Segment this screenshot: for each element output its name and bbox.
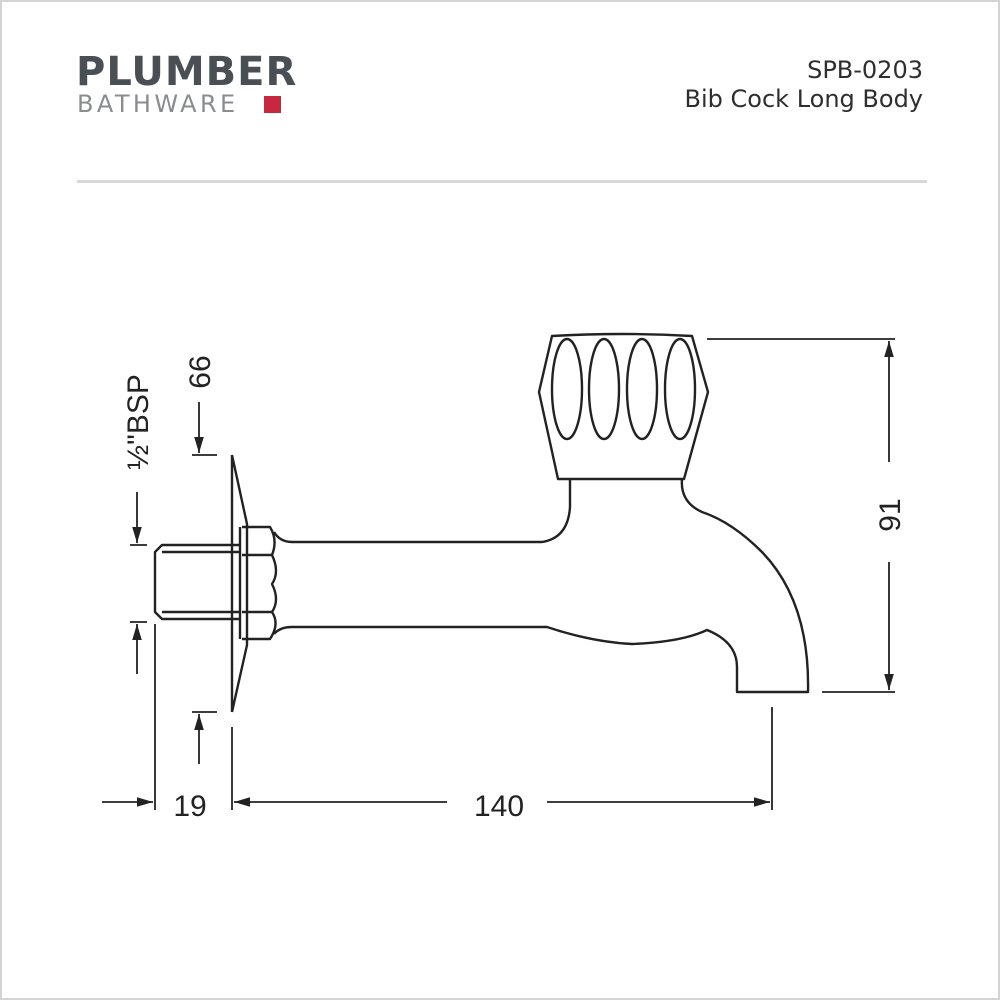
dimension-thread-size: ½"BSP — [122, 374, 155, 674]
product-code: SPB-0203 — [807, 56, 923, 84]
dimension-thread-length: 19 — [102, 624, 207, 823]
handle-groove — [663, 337, 697, 441]
brand-logo-square — [264, 96, 281, 113]
dim-label-140: 140 — [474, 790, 524, 823]
wall-flange — [230, 454, 249, 713]
dim-label-19: 19 — [173, 790, 206, 823]
brand-logo-bottom: BATHWARE — [77, 90, 239, 118]
handle-groove — [550, 337, 584, 441]
tap-body — [272, 478, 810, 694]
product-name: Bib Cock Long Body — [684, 85, 923, 113]
thread-pipe — [153, 543, 240, 621]
dim-label-91: 91 — [874, 498, 907, 531]
dim-label-66: 66 — [184, 355, 217, 388]
handle-head — [537, 332, 710, 481]
dim-label-bsp: ½"BSP — [122, 374, 155, 470]
dimension-projection: 140 — [231, 707, 773, 823]
brand-logo-top: PLUMBER — [76, 49, 298, 95]
hex-nut — [242, 525, 278, 641]
dimension-overall-height: 91 — [707, 338, 907, 693]
handle-groove — [625, 337, 659, 441]
dimension-flange-height: 66 — [184, 355, 217, 764]
header-divider — [77, 180, 927, 183]
handle-groove — [587, 337, 621, 441]
bib-cock-outline — [153, 332, 810, 713]
